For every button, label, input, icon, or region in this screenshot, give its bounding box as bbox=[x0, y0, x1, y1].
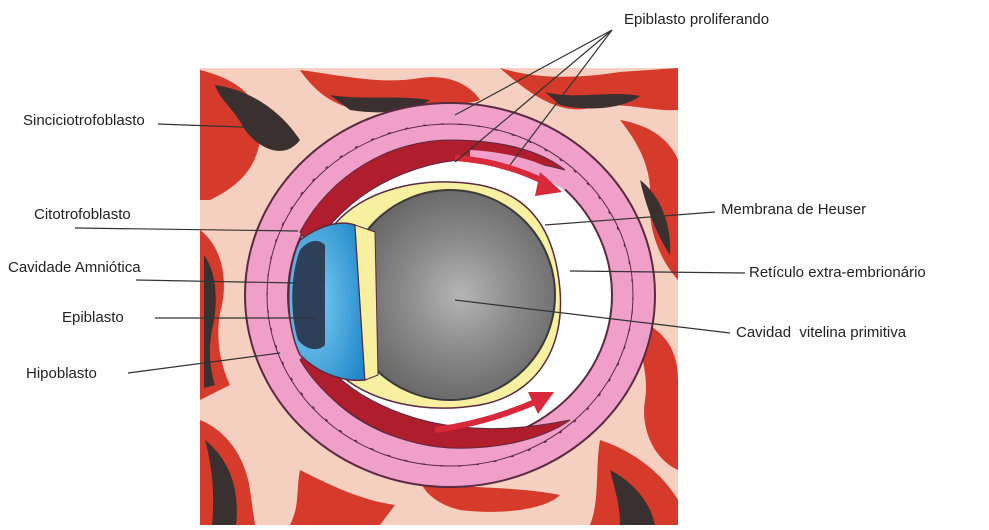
label-cavidade-amniotica: Cavidade Amniótica bbox=[8, 259, 141, 277]
label-cavidad-vitelina: Cavidad vitelina primitiva bbox=[736, 324, 906, 342]
label-epiblasto-proliferando: Epiblasto proliferando bbox=[624, 11, 769, 29]
label-epiblasto: Epiblasto bbox=[62, 309, 124, 327]
label-membrana-heuser: Membrana de Heuser bbox=[721, 201, 866, 219]
label-hipoblasto: Hipoblasto bbox=[26, 365, 97, 383]
amniotic-region bbox=[289, 223, 378, 380]
label-citotrofoblasto: Citotrofoblasto bbox=[34, 206, 131, 224]
label-sinciciotrofoblasto: Sinciciotrofoblasto bbox=[23, 112, 145, 130]
label-reticulo-extraembrionario: Retículo extra-embrionário bbox=[749, 264, 926, 282]
